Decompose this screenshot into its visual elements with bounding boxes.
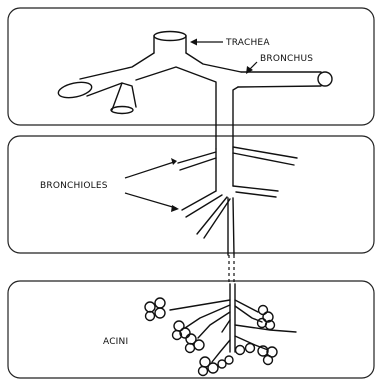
- branch-lower-right-a: [233, 186, 278, 191]
- acini-branch-7: [235, 336, 268, 350]
- trachea-and-bronchi: [57, 32, 332, 150]
- right-bronchus-opening: [318, 72, 332, 86]
- bronchioles-arrow-lower: [125, 193, 176, 208]
- left-bronchus-opening: [57, 80, 93, 101]
- acinus-cluster-4: [258, 306, 275, 330]
- acinus-cluster-8: [218, 356, 233, 368]
- trachea-arrowhead: [190, 39, 197, 46]
- label-trachea-group: TRACHEA: [190, 38, 270, 48]
- panel-upper-airway: [8, 8, 374, 125]
- acinus-cluster-7: [199, 357, 219, 376]
- label-bronchioles-group: BRONCHIOLES: [40, 158, 179, 212]
- acinus-cluster-2: [173, 321, 191, 340]
- bronchus-label: BRONCHUS: [260, 54, 313, 64]
- acini-branch-4: [235, 300, 258, 312]
- terminal-stem-right: [233, 198, 234, 255]
- left-bronchus-outer: [80, 53, 154, 79]
- acini-branch-9: [222, 320, 230, 332]
- acini-label: ACINI: [103, 337, 128, 347]
- branch-lower-left-a: [182, 191, 216, 210]
- acini-branch-3: [198, 312, 230, 338]
- branch-lower-left-c: [197, 197, 227, 234]
- left-lower-bronchus-opening: [111, 107, 133, 114]
- branch-upper-right-a: [233, 147, 297, 158]
- branch-lower-left-d: [204, 199, 230, 238]
- acini-branch-8: [212, 340, 230, 362]
- bronchioles-label: BRONCHIOLES: [40, 181, 108, 191]
- acinus-cluster-5: [236, 344, 255, 355]
- acini-branch-5: [235, 306, 262, 322]
- label-bronchus-group: BRONCHUS: [246, 54, 313, 74]
- branch-upper-right-b: [233, 153, 294, 165]
- right-bronchus-bottom: [238, 86, 321, 87]
- branch-upper-left-a: [178, 152, 216, 163]
- left-bronchus-inner: [87, 83, 136, 107]
- bronchioles-arrowhead-upper: [171, 158, 177, 165]
- trachea-label: TRACHEA: [225, 38, 270, 48]
- trachea-opening: [154, 32, 186, 41]
- carina-left: [136, 67, 216, 149]
- bronchiole-tree: [178, 147, 297, 255]
- right-bronchus-upper-wall: [186, 53, 241, 72]
- branch-upper-left-b: [180, 158, 216, 170]
- panel-acini: [8, 281, 374, 378]
- bronchioles-arrow-upper: [125, 162, 174, 178]
- acinus-cluster-6: [258, 346, 277, 365]
- acini-tree: [145, 284, 296, 376]
- main-stem-right-wall: [233, 87, 238, 149]
- acinus-cluster-1: [145, 298, 165, 321]
- bronchioles-arrowhead-lower: [171, 205, 179, 212]
- panel-bronchioles: [8, 136, 374, 253]
- continuation-dashes: [229, 255, 234, 284]
- branch-lower-right-b: [236, 192, 276, 197]
